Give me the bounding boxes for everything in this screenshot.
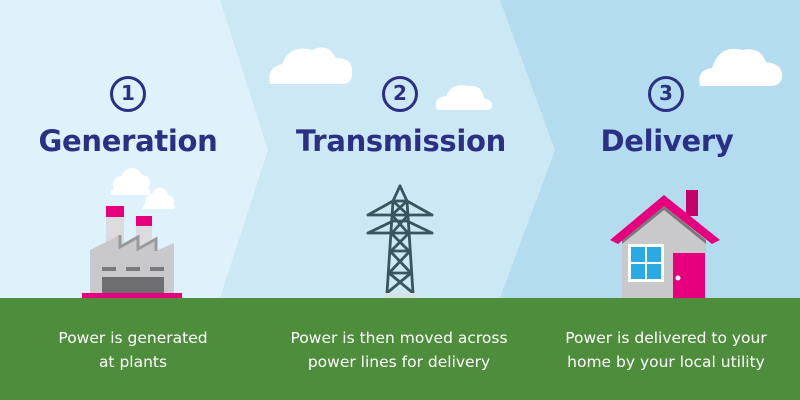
step-number-badge: 3: [648, 76, 684, 112]
ground-bar: [0, 298, 800, 400]
step-number-badge: 2: [382, 76, 418, 112]
description-line: power lines for delivery: [307, 353, 491, 371]
description-line: Power is delivered to your: [565, 329, 767, 347]
step-title: Transmission: [296, 124, 506, 158]
panel-generation: [0, 0, 268, 298]
description-line: Power is then moved across: [290, 329, 508, 347]
factory-icon: [82, 168, 182, 299]
description-line: Power is generated: [58, 329, 208, 347]
door: [673, 253, 705, 298]
description-line: home by your local utility: [567, 353, 765, 371]
transmission-tower-icon: [366, 184, 434, 298]
step-delivery: 3 Delivery: [534, 0, 800, 298]
description-line: at plants: [98, 353, 168, 371]
step-title: Delivery: [600, 124, 734, 158]
step-generation: 1 Generation: [0, 0, 266, 298]
step-description-generation: Power is generated at plants: [0, 326, 266, 374]
step-description-transmission: Power is then moved across power lines f…: [258, 326, 540, 374]
house-icon: [610, 190, 720, 298]
step-transmission: 2 Transmission: [268, 0, 534, 298]
cloud-icon: [269, 47, 353, 84]
cloud-icon: [699, 48, 783, 86]
step-description-delivery: Power is delivered to your home by your …: [532, 326, 800, 374]
step-number-badge: 1: [110, 76, 146, 112]
step-title: Generation: [38, 124, 218, 158]
cloud-icon: [435, 85, 492, 110]
